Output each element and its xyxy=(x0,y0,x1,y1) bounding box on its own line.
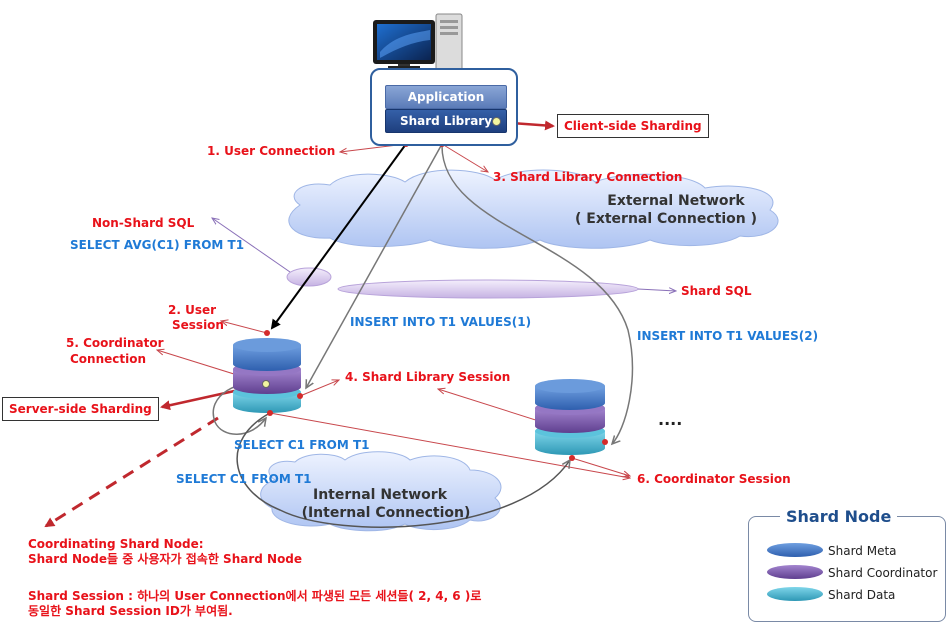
shard-library-session-label: 4. Shard Library Session xyxy=(345,370,511,384)
legend-item-shard-meta: Shard Meta xyxy=(828,544,897,558)
legend-icons xyxy=(767,543,823,601)
client-side-sharding-box: Client-side Sharding xyxy=(557,114,709,138)
shard-library-label: Shard Library xyxy=(385,109,507,133)
user-connection-arrow xyxy=(270,143,407,330)
application-label: Application xyxy=(385,85,507,109)
shard-library-dot xyxy=(492,117,501,126)
shard-sql-label: Shard SQL xyxy=(681,284,752,298)
coordinator-session-pointer-right xyxy=(571,457,630,476)
insert-values-2-label: INSERT INTO T1 VALUES(2) xyxy=(637,329,819,343)
coordinating-shard-node xyxy=(233,338,301,413)
external-network-subtitle: ( External Connection ) xyxy=(574,211,757,227)
more-nodes-ellipsis: .... xyxy=(658,410,683,429)
coordinator-connection-label-1: 5. Coordinator xyxy=(66,336,164,350)
non-shard-sql-title: Non-Shard SQL xyxy=(92,216,195,230)
shard-sql-pointer xyxy=(637,289,676,291)
user-session-pointer xyxy=(221,321,268,334)
legend-item-shard-data: Shard Data xyxy=(828,588,896,602)
legend-title: Shard Node xyxy=(780,506,898,528)
non-shard-sql-query: SELECT AVG(C1) FROM T1 xyxy=(70,238,245,252)
legend-item-shard-coordinator: Shard Coordinator xyxy=(828,566,938,580)
coordinating-node-note-1: Coordinating Shard Node: xyxy=(28,537,204,551)
server-side-sharding-box: Server-side Sharding xyxy=(2,397,159,421)
shard-session-note-2: 동일한 Shard Session ID가 부여됨. xyxy=(28,604,233,618)
coordinator-dot xyxy=(262,380,270,388)
coordinator-connection-label-2: Connection xyxy=(70,352,147,366)
external-network-cloud xyxy=(288,169,779,249)
coordinating-node-dashed-arrow xyxy=(44,416,219,528)
user-connection-label: 1. User Connection xyxy=(207,144,336,158)
insert-values-1-label: INSERT INTO T1 VALUES(1) xyxy=(350,315,532,329)
select-label-1: SELECT C1 FROM T1 xyxy=(234,438,370,452)
shard-session-note-1: Shard Session : 하나의 User Connection에서 파생… xyxy=(28,589,482,603)
internal-network-title: Internal Network xyxy=(312,487,448,503)
computer-icon xyxy=(373,13,463,71)
shard-library-connection-label: 3. Shard Library Connection xyxy=(493,170,683,184)
shard-library-connection-pointer xyxy=(441,143,488,172)
user-session-label-2: Session xyxy=(172,318,224,332)
select-label-2: SELECT C1 FROM T1 xyxy=(176,472,312,486)
internal-network-subtitle: (Internal Connection) xyxy=(301,505,471,521)
external-network-title: External Network xyxy=(607,193,745,209)
non-shard-sql-pointer xyxy=(212,218,291,273)
shard-library-connection-line-2 xyxy=(441,143,634,444)
shard-sql-oval xyxy=(337,279,639,299)
internal-network-cloud xyxy=(260,451,502,532)
shard-library-session-pointer-left xyxy=(299,380,339,397)
user-session-label-1: 2. User xyxy=(168,303,217,317)
coordinating-node-note-2: Shard Node들 중 사용자가 접속한 Shard Node xyxy=(28,552,303,566)
shard-node-2 xyxy=(535,379,605,455)
internal-connection-line xyxy=(236,412,570,528)
coordinator-session-label: 6. Coordinator Session xyxy=(637,472,791,486)
shard-library-connection-line-1 xyxy=(306,143,443,388)
